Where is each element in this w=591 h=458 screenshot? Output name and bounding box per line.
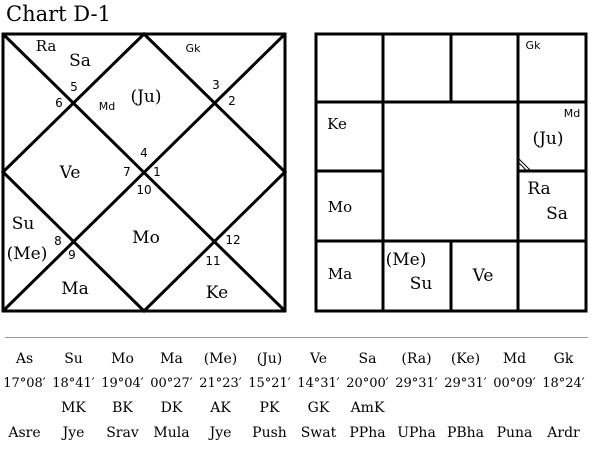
house-num-9: 9 xyxy=(68,248,76,262)
planet-degree: 00°09′ xyxy=(493,376,536,391)
chart-title: Chart D-1 xyxy=(6,2,111,26)
south-planet-ra: Ra xyxy=(527,179,550,199)
planet-karaka: AK xyxy=(210,400,231,416)
planet-karaka: AmK xyxy=(350,400,385,416)
planet-name: Md xyxy=(502,351,527,367)
south-planet-mo: Mo xyxy=(328,198,352,216)
north-planet-mo: Mo xyxy=(132,228,160,248)
planet-nakshatra: Jye xyxy=(62,425,85,441)
planet-nakshatra: UPha xyxy=(397,425,436,441)
planet-name: Ve xyxy=(309,351,328,367)
planet-nakshatra: Jye xyxy=(209,425,232,441)
planet-nakshatra: Push xyxy=(252,425,287,441)
planet-name: Gk xyxy=(553,351,574,367)
south-planet-su: Su xyxy=(410,274,433,294)
north-planet-me: (Me) xyxy=(7,244,48,264)
planet-degree: 17°08′ xyxy=(3,376,46,391)
north-planet-ma: Ma xyxy=(61,279,89,299)
south-planet-gk: Gk xyxy=(526,39,542,52)
planet-karaka: GK xyxy=(307,400,330,416)
house-num-7: 7 xyxy=(123,165,131,179)
planet-name: (Ju) xyxy=(256,351,283,367)
planet-nakshatra: Asre xyxy=(8,425,41,441)
planet-karaka: PK xyxy=(259,400,280,416)
planet-nakshatra: Mula xyxy=(153,425,190,441)
charts-area: 4 7 1 10 5 6 3 2 8 9 12 11 Ra Sa Gk Md (… xyxy=(0,31,588,314)
planet-degree: 21°23′ xyxy=(199,376,242,391)
planet-nakshatra: Puna xyxy=(496,425,533,441)
lagna-marker-2 xyxy=(517,161,528,172)
planet-name: Su xyxy=(64,351,83,367)
south-planet-sa: Sa xyxy=(546,204,568,224)
planet-name: Mo xyxy=(111,351,134,367)
table-separator xyxy=(5,337,588,338)
planet-nakshatra: Srav xyxy=(106,425,139,441)
north-planet-su: Su xyxy=(12,214,35,234)
north-planet-gk: Gk xyxy=(186,42,202,55)
planet-name: (Ra) xyxy=(401,351,432,367)
south-planet-md: Md xyxy=(564,107,580,120)
planet-karaka: MK xyxy=(61,400,86,416)
north-planet-ju: (Ju) xyxy=(130,87,161,107)
house-num-12: 12 xyxy=(225,233,240,247)
planet-degree: 14°31′ xyxy=(297,376,340,391)
planet-degree: 20°00′ xyxy=(346,376,389,391)
planet-name: (Me) xyxy=(203,351,238,367)
planet-degree: 19°04′ xyxy=(101,376,144,391)
planet-name: As xyxy=(15,351,34,367)
planet-names-row: As Su Mo Ma (Me) (Ju) Ve Sa (Ra) (Ke) Md… xyxy=(0,351,591,371)
planet-nakshatra: Ardr xyxy=(547,425,580,441)
north-planet-sa: Sa xyxy=(69,51,91,71)
planet-degree: 00°27′ xyxy=(150,376,193,391)
house-num-2: 2 xyxy=(228,94,236,108)
house-num-6: 6 xyxy=(55,96,63,110)
house-num-11: 11 xyxy=(205,254,220,268)
south-planet-ke: Ke xyxy=(327,115,347,133)
lagna-marker-1 xyxy=(517,157,532,172)
north-diagonal-2 xyxy=(1,32,287,313)
planet-nakshatra: Swat xyxy=(300,425,337,441)
north-chart: 4 7 1 10 5 6 3 2 8 9 12 11 Ra Sa Gk Md (… xyxy=(0,31,288,314)
north-planet-ve: Ve xyxy=(59,163,81,183)
planet-karaka: BK xyxy=(112,400,133,416)
planet-degree: 18°41′ xyxy=(52,376,95,391)
planet-degree: 29°31′ xyxy=(444,376,487,391)
south-planet-me: (Me) xyxy=(386,250,427,270)
north-planet-ke: Ke xyxy=(206,283,228,303)
south-planet-ma: Ma xyxy=(328,265,352,283)
north-planet-ra: Ra xyxy=(36,37,57,55)
house-num-8: 8 xyxy=(54,234,62,248)
planet-degree: 18°24′ xyxy=(542,376,585,391)
planet-degree: 29°31′ xyxy=(395,376,438,391)
house-num-10: 10 xyxy=(136,183,151,197)
nakshatra-row: Asre Jye Srav Mula Jye Push Swat PPha UP… xyxy=(0,425,591,445)
house-num-4: 4 xyxy=(140,146,148,160)
south-planet-ve: Ve xyxy=(472,266,494,286)
house-num-5: 5 xyxy=(70,80,78,94)
planet-name: (Ke) xyxy=(450,351,481,367)
north-planet-md: Md xyxy=(99,100,115,113)
south-planet-ju: (Ju) xyxy=(532,129,563,149)
planet-name: Sa xyxy=(358,351,377,367)
planet-nakshatra: PPha xyxy=(349,425,386,441)
planet-degree: 15°21′ xyxy=(248,376,291,391)
house-num-3: 3 xyxy=(212,78,220,92)
planet-name: Ma xyxy=(160,351,183,367)
planet-nakshatra: PBha xyxy=(446,425,485,441)
north-inner-diamond xyxy=(0,31,288,314)
house-num-1: 1 xyxy=(153,165,161,179)
karaka-row: MK BK DK AK PK GK AmK xyxy=(0,400,591,420)
planet-degrees-row: 17°08′ 18°41′ 19°04′ 00°27′ 21°23′ 15°21… xyxy=(0,376,591,396)
south-chart: Gk Ke Md (Ju) Mo Ra Sa Ma (Me) Su Ve xyxy=(314,32,588,313)
planet-karaka: DK xyxy=(160,400,183,416)
